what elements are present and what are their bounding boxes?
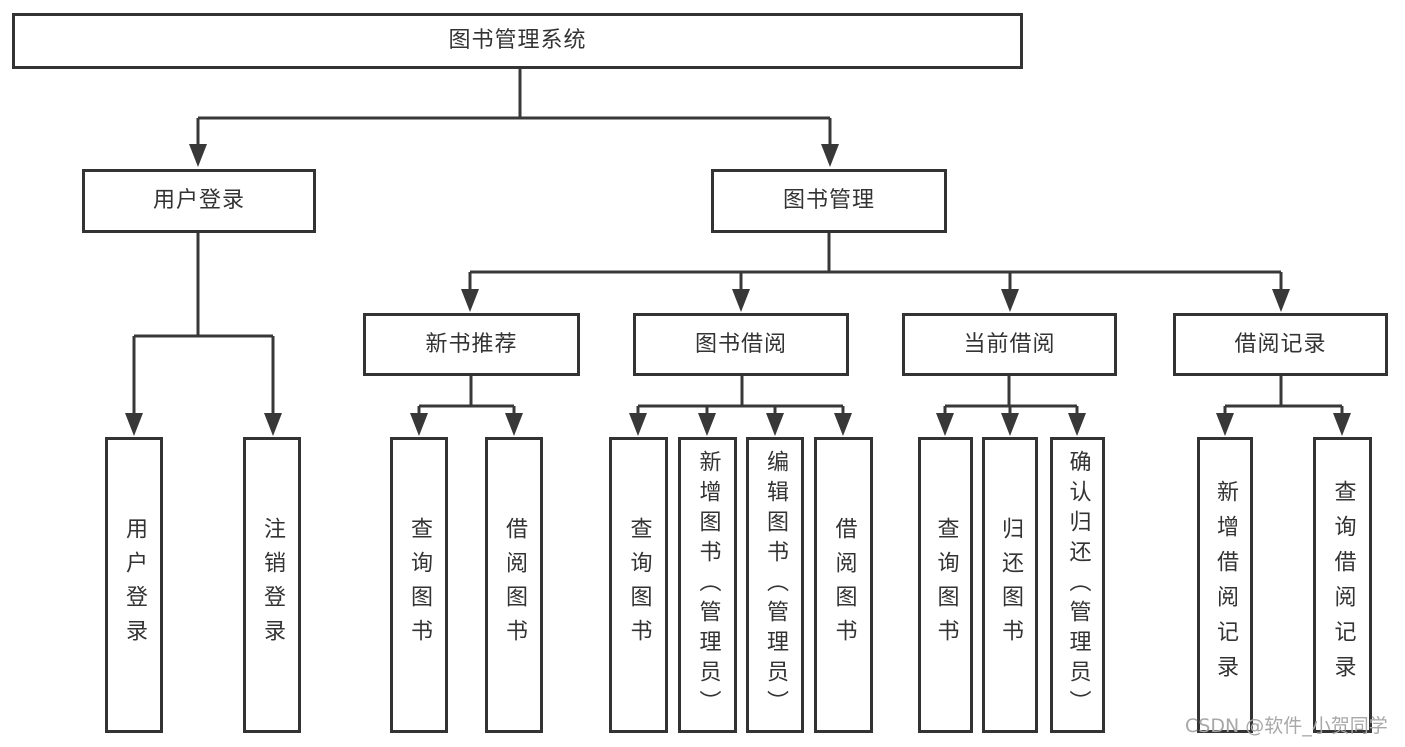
node-label: 查询图书 [407, 517, 432, 653]
node-book-management: 图书管理 [711, 169, 947, 233]
node-label: 编辑图书（管理员） [763, 450, 788, 720]
node-label: 新书推荐 [425, 331, 518, 357]
node-label: 借阅图书 [831, 517, 857, 653]
node-label: 图书借阅 [694, 331, 787, 357]
node-book-borrowing: 图书借阅 [633, 313, 849, 376]
node-label: 查询图书 [933, 517, 959, 653]
node-label: 新增借阅记录 [1213, 480, 1238, 690]
node-label: 图书管理 [782, 188, 875, 213]
node-label: 借阅记录 [1234, 331, 1327, 357]
node-leaf-logout: 注销登录 [243, 437, 301, 733]
node-label: 注销登录 [260, 517, 285, 653]
node-leaf-return-books: 归还图书 [982, 437, 1038, 733]
csdn-watermark: CSDN @软件_小贺同学 [1185, 715, 1388, 737]
node-leaf-add-books-admin: 新增图书（管理员） [678, 437, 737, 733]
node-label: 图书管理系统 [448, 28, 587, 53]
node-user-login: 用户登录 [82, 169, 316, 233]
node-current-borrowing: 当前借阅 [902, 313, 1117, 376]
node-label: 用户登录 [122, 517, 147, 653]
node-label: 新增图书（管理员） [695, 450, 721, 720]
node-library-management-system: 图书管理系统 [12, 13, 1023, 69]
node-leaf-query-books-borrowing: 查询图书 [609, 437, 668, 733]
node-label: 归还图书 [998, 517, 1023, 653]
node-leaf-add-borrow-record: 新增借阅记录 [1197, 437, 1253, 733]
node-label: 确认归还（管理员） [1065, 450, 1091, 720]
node-borrowing-records: 借阅记录 [1173, 313, 1388, 376]
node-label: 查询借阅记录 [1330, 480, 1356, 690]
node-leaf-borrow-books-recommend: 借阅图书 [485, 437, 543, 733]
node-leaf-query-books-recommend: 查询图书 [390, 437, 448, 733]
node-leaf-user-login: 用户登录 [105, 437, 163, 733]
node-leaf-query-books-current: 查询图书 [918, 437, 973, 733]
node-label: 查询图书 [626, 517, 652, 653]
node-leaf-query-borrow-record: 查询借阅记录 [1313, 437, 1372, 733]
node-new-book-recommend: 新书推荐 [363, 313, 580, 376]
node-leaf-edit-books-admin: 编辑图书（管理员） [746, 437, 804, 733]
node-label: 用户登录 [152, 188, 245, 213]
node-label: 借阅图书 [502, 517, 527, 653]
node-label: 当前借阅 [963, 331, 1056, 357]
node-leaf-borrow-books-borrowing: 借阅图书 [814, 437, 873, 733]
node-leaf-confirm-return-admin: 确认归还（管理员） [1050, 437, 1105, 733]
